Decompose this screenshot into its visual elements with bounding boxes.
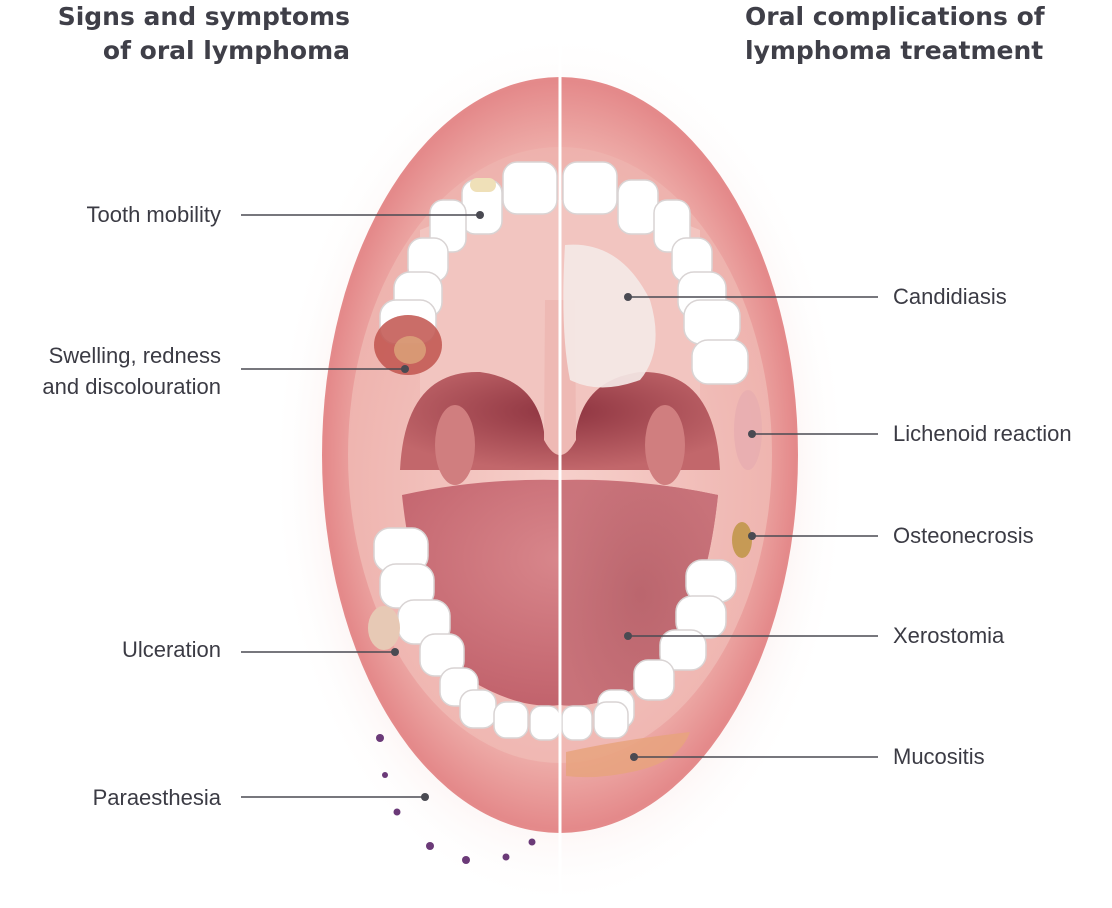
paraesthesia-dots: [376, 734, 536, 864]
left-tonsil: [435, 405, 475, 485]
right-tonsil: [645, 405, 685, 485]
label-paraesthesia: Paraesthesia: [92, 785, 221, 810]
label-tooth-mobility: Tooth mobility: [86, 202, 221, 227]
ulceration-lesion: [368, 606, 400, 650]
right-title-line-1: Oral complications of: [745, 2, 1045, 31]
leader-lines-left: [241, 211, 484, 801]
mobile-tooth-marker: [470, 178, 496, 192]
label-lichenoid-reaction: Lichenoid reaction: [893, 421, 1072, 446]
label-ulceration: Ulceration: [121, 637, 221, 662]
label-mucositis: Mucositis: [893, 744, 985, 769]
left-section-title: Signs and symptoms of oral lymphoma: [58, 0, 350, 68]
label-swelling: Swelling, redness and discolouration: [42, 340, 221, 402]
label-candidiasis: Candidiasis: [893, 284, 1007, 309]
left-title-line-2: of oral lymphoma: [102, 36, 350, 65]
candidiasis-patch: [563, 244, 656, 388]
label-xerostomia: Xerostomia: [893, 623, 1005, 648]
right-title-line-2: lymphoma treatment: [745, 36, 1044, 65]
right-section-title: Oral complications of lymphoma treatment: [745, 0, 1045, 68]
swelling-lesion-core: [394, 336, 426, 364]
osteonecrosis-lesion: [732, 522, 752, 558]
label-osteonecrosis: Osteonecrosis: [893, 523, 1034, 548]
mucositis-lesion: [566, 732, 690, 778]
throat: [400, 371, 720, 470]
lower-teeth: [373, 527, 737, 741]
dry-tongue-right-half: [562, 481, 718, 706]
leader-lines-right: [624, 293, 878, 761]
upper-teeth: [379, 161, 749, 385]
label-swelling-line-1: Swelling, redness: [48, 343, 221, 368]
left-title-line-1: Signs and symptoms: [57, 2, 350, 31]
lichenoid-lesion: [734, 390, 762, 470]
label-swelling-line-2: and discolouration: [42, 374, 221, 399]
